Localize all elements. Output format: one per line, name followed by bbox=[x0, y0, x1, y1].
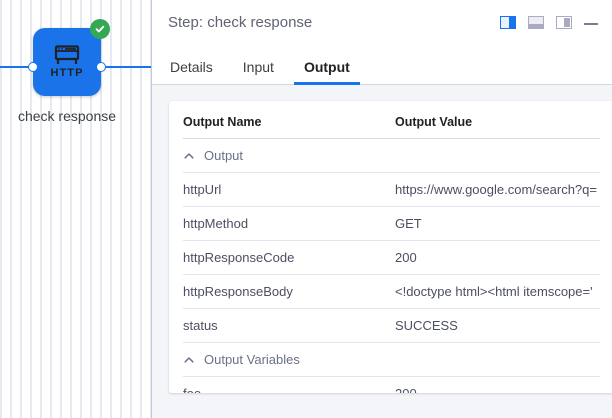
table-row[interactable]: httpUrl https://www.google.com/search?q= bbox=[183, 172, 600, 207]
column-header-output-name: Output Name bbox=[183, 101, 395, 139]
workflow-node-check-response[interactable]: HTTP check response bbox=[18, 19, 116, 125]
panel-title: Step: check response bbox=[168, 14, 313, 31]
cell-output-value: GET bbox=[395, 206, 600, 241]
step-details-panel: Step: check response Details Input Outpu… bbox=[152, 0, 612, 418]
node-box[interactable]: HTTP bbox=[28, 19, 110, 96]
panel-side-layout-icon[interactable] bbox=[556, 16, 572, 29]
output-table-card: Output Name Output Value bbox=[169, 101, 612, 393]
output-table: Output Name Output Value bbox=[183, 101, 600, 393]
table-row[interactable]: foo 200 bbox=[183, 377, 600, 393]
cell-output-value: 200 bbox=[395, 377, 600, 393]
cell-output-name: httpResponseBody bbox=[183, 274, 395, 309]
cell-output-name: status bbox=[183, 308, 395, 343]
node-name-label: check response bbox=[17, 108, 117, 124]
minimize-icon[interactable] bbox=[584, 16, 598, 30]
panel-body: Output Name Output Value bbox=[152, 85, 612, 418]
cell-output-name: httpMethod bbox=[183, 206, 395, 241]
table-row[interactable]: status SUCCESS bbox=[183, 308, 600, 343]
chevron-up-icon[interactable] bbox=[183, 150, 195, 162]
panel-actions bbox=[500, 16, 598, 30]
cell-output-value: 200 bbox=[395, 240, 600, 275]
cell-output-name: httpUrl bbox=[183, 172, 395, 207]
panel-header: Step: check response bbox=[152, 0, 612, 45]
table-group-row[interactable]: Output bbox=[183, 138, 600, 173]
group-label: Output bbox=[204, 148, 244, 163]
check-circle-icon bbox=[90, 19, 110, 39]
panel-tabs: Details Input Output bbox=[152, 45, 612, 85]
cell-output-value: https://www.google.com/search?q= bbox=[395, 172, 600, 207]
table-row[interactable]: httpResponseBody <!doctype html><html it… bbox=[183, 274, 600, 309]
table-header-row: Output Name Output Value bbox=[183, 101, 600, 139]
node-type-label: HTTP bbox=[50, 67, 84, 79]
tab-input[interactable]: Input bbox=[242, 59, 274, 75]
cell-output-name: foo bbox=[183, 377, 395, 393]
table-row[interactable]: httpMethod GET bbox=[183, 206, 600, 241]
node-output-port[interactable] bbox=[96, 62, 106, 72]
table-group-row[interactable]: Output Variables bbox=[183, 342, 600, 377]
cell-output-value: <!doctype html><html itemscope=' bbox=[395, 274, 600, 309]
tab-details[interactable]: Details bbox=[170, 59, 213, 75]
panel-right-layout-icon[interactable] bbox=[500, 16, 516, 29]
http-browser-icon bbox=[52, 45, 82, 67]
cell-output-value: SUCCESS bbox=[395, 308, 600, 343]
workflow-canvas[interactable]: HTTP check response bbox=[0, 0, 152, 418]
table-row[interactable]: httpResponseCode 200 bbox=[183, 240, 600, 275]
tab-output[interactable]: Output bbox=[293, 59, 360, 85]
panel-bottom-layout-icon[interactable] bbox=[528, 16, 544, 29]
column-header-output-value: Output Value bbox=[395, 101, 600, 139]
group-label: Output Variables bbox=[204, 352, 300, 367]
node-input-port[interactable] bbox=[28, 62, 38, 72]
chevron-up-icon[interactable] bbox=[183, 354, 195, 366]
cell-output-name: httpResponseCode bbox=[183, 240, 395, 275]
